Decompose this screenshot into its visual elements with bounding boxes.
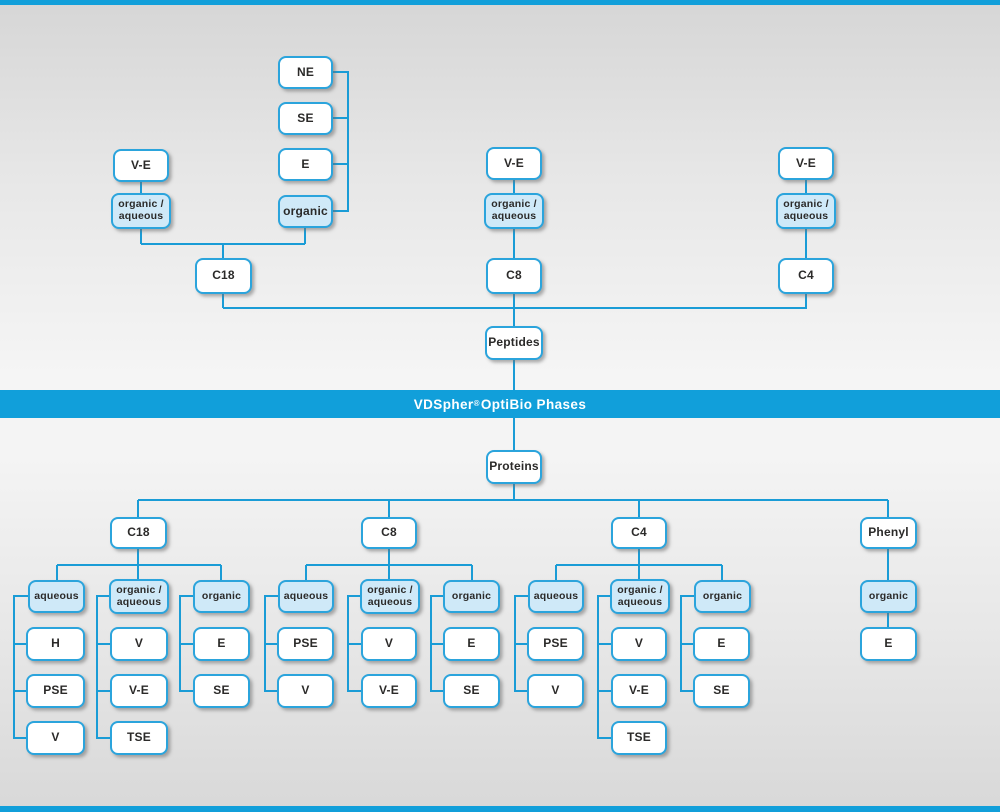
node-c18-orgaq-item-ve: V-E (110, 674, 168, 708)
node-organic-aqueous-peptides-c18: organic / aqueous (111, 193, 171, 229)
connector-proteins-c4-orgaq-rail (597, 595, 611, 739)
node-c4-organic-item-e: E (693, 627, 750, 661)
node-ve-peptides-c4: V-E (778, 147, 834, 180)
node-c4-peptides: C4 (778, 258, 834, 294)
node-c18-organic-item-se: SE (193, 674, 250, 708)
bottom-accent-bar (0, 806, 1000, 812)
node-c4-orgaq-item-ve: V-E (611, 674, 667, 708)
node-c8-organic: organic (443, 580, 500, 613)
connector-proteins-c8-organic-rail (430, 595, 443, 692)
node-c18-orgaq-item-v: V (110, 627, 168, 661)
node-peptides-root: Peptides (485, 326, 543, 360)
node-c8-organic-aqueous: organic / aqueous (360, 579, 420, 614)
node-c4-proteins: C4 (611, 517, 667, 549)
node-proteins-root: Proteins (486, 450, 542, 484)
node-c8-aqueous-item-v: V (277, 674, 334, 708)
connector-proteins-c8-aqueous-rail (264, 595, 278, 692)
node-c18-proteins: C18 (110, 517, 167, 549)
node-c4-orgaq-item-tse: TSE (611, 721, 667, 755)
node-c8-proteins: C8 (361, 517, 417, 549)
node-c4-organic-item-se: SE (693, 674, 750, 708)
connector-proteins-main (137, 484, 889, 517)
registered-trademark-symbol: ® (473, 399, 480, 408)
node-c18-aqueous-item-pse: PSE (26, 674, 85, 708)
node-c8-peptides: C8 (486, 258, 542, 294)
connector-peptides-c18-left-chain (140, 182, 306, 308)
node-c4-organic: organic (694, 580, 751, 613)
banner-brand-text: VDSpher (413, 396, 474, 412)
connector-peptides-c18-eluent-rail (333, 71, 349, 212)
node-c18-aqueous-item-v: V (26, 721, 85, 755)
connector-proteins-c8-branch (305, 549, 473, 580)
connector-proteins-c18-aqueous-rail (13, 595, 28, 739)
node-c4-organic-aqueous: organic / aqueous (610, 579, 670, 614)
node-c8-aqueous: aqueous (278, 580, 334, 613)
node-c8-aqueous-item-pse: PSE (277, 627, 334, 661)
node-phenyl-organic-item-e: E (860, 627, 917, 661)
node-c8-orgaq-item-ve: V-E (361, 674, 417, 708)
connector-proteins-c4-organic-rail (680, 595, 694, 692)
node-c18-aqueous: aqueous (28, 580, 85, 613)
node-se: SE (278, 102, 333, 135)
node-c18-peptides: C18 (195, 258, 252, 294)
node-c18-organic-item-e: E (193, 627, 250, 661)
node-c4-aqueous-item-v: V (527, 674, 584, 708)
node-organic-aqueous-peptides-c8: organic / aqueous (484, 193, 544, 229)
node-c18-orgaq-item-tse: TSE (110, 721, 168, 755)
connector-proteins-c4-aqueous-rail (514, 595, 528, 692)
node-ve-peptides-c8: V-E (486, 147, 542, 180)
connector-proteins-c18-branch (56, 549, 222, 580)
node-c4-aqueous: aqueous (528, 580, 584, 613)
node-ne: NE (278, 56, 333, 89)
node-ve-peptides-c18: V-E (113, 149, 169, 182)
optibio-phases-banner: VDSpher® OptiBio Phases (0, 390, 1000, 418)
node-c18-aqueous-item-h: H (26, 627, 85, 661)
node-e: E (278, 148, 333, 181)
node-c8-organic-item-se: SE (443, 674, 500, 708)
node-c8-organic-item-e: E (443, 627, 500, 661)
node-c18-organic: organic (193, 580, 250, 613)
connector-proteins-c4-branch (555, 549, 723, 580)
node-phenyl-proteins: Phenyl (860, 517, 917, 549)
node-organic-peptides-c18: organic (278, 195, 333, 228)
node-c8-orgaq-item-v: V (361, 627, 417, 661)
node-c18-organic-aqueous: organic / aqueous (109, 579, 169, 614)
connector-proteins-c18-orgaq-rail (96, 595, 110, 739)
node-c4-orgaq-item-v: V (611, 627, 667, 661)
node-c4-aqueous-item-pse: PSE (527, 627, 584, 661)
banner-rest-text: OptiBio Phases (480, 396, 587, 412)
node-phenyl-organic: organic (860, 580, 917, 613)
connector-proteins-c18-organic-rail (179, 595, 193, 692)
node-organic-aqueous-peptides-c4: organic / aqueous (776, 193, 836, 229)
connector-proteins-c8-orgaq-rail (347, 595, 361, 692)
top-accent-bar (0, 0, 1000, 5)
